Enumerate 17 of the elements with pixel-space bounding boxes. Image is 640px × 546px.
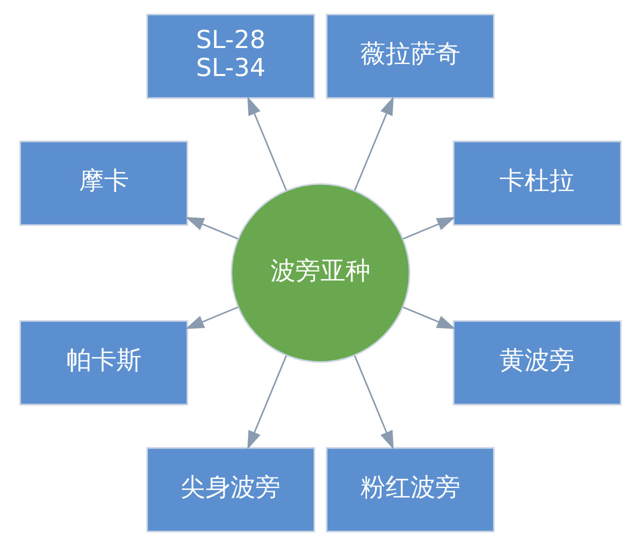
node-box: 黄波旁 <box>452 320 622 406</box>
node-box: SL-28 SL-34 <box>146 14 315 99</box>
arrow <box>184 217 238 240</box>
node-box: 粉红波旁 <box>325 447 494 532</box>
arrow <box>353 96 394 191</box>
node-box: 尖身波旁 <box>146 447 315 532</box>
arrow <box>184 306 238 329</box>
arrow <box>402 217 456 240</box>
arrow <box>353 355 394 450</box>
arrow <box>246 355 287 450</box>
arrow <box>246 96 287 191</box>
node-box: 卡杜拉 <box>452 140 622 226</box>
arrow <box>402 306 456 329</box>
node-circle: 波旁亚种 <box>230 183 410 363</box>
node-box: 帕卡斯 <box>18 320 188 406</box>
node-box: 薇拉萨奇 <box>325 14 494 99</box>
node-box: 摩卡 <box>18 140 188 226</box>
